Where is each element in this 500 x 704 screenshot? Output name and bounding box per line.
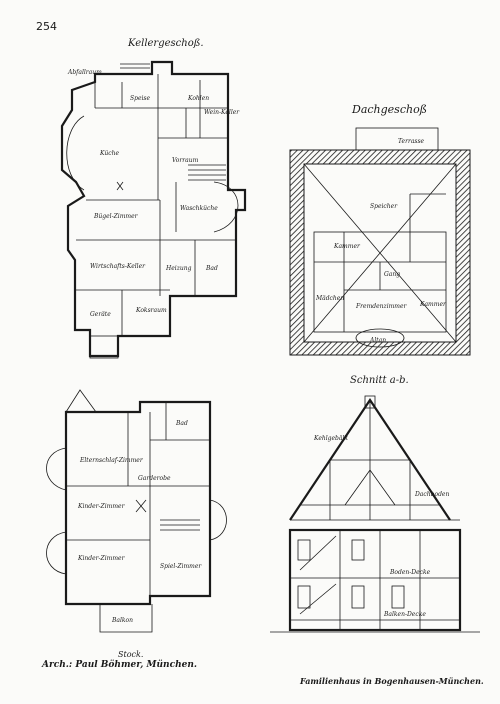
room-wirtschaftskeller: Wirtschafts-Keller	[90, 263, 146, 270]
room-kammer-2: Kammer	[419, 301, 447, 308]
title-stock: Stock.	[118, 650, 144, 659]
room-vorraum: Vorraum	[172, 157, 199, 164]
room-speicher: Speicher	[370, 203, 398, 210]
plan-stock: Elternschlaf-Zimmer Kinder-Zimmer Kinder…	[46, 389, 227, 633]
label-boden-decke: Boden-Decke	[389, 569, 431, 576]
room-kinderzimmer-1: Kinder-Zimmer	[77, 503, 126, 510]
title-dachgeschoss: Dachgeschoß	[352, 103, 428, 116]
plan-dachgeschoss: Terrasse Speicher Kammer Mädchen Fremden…	[289, 127, 471, 356]
room-elternschlafzimmer: Elternschlaf-Zimmer	[79, 457, 144, 464]
section-schnitt: Dachboden Kehlgebälk Boden-Decke Balken-…	[270, 395, 480, 633]
room-buegelzimmer: Bügel-Zimmer	[93, 213, 139, 220]
room-terrasse: Terrasse	[398, 138, 425, 145]
room-abfallraum: Abfallraum	[67, 69, 102, 76]
room-speise: Speise	[130, 95, 151, 102]
room-koksraum: Koksraum	[135, 307, 167, 314]
room-kohlen: Kohlen	[187, 95, 209, 102]
room-fremdenzimmer: Fremdenzimmer	[355, 303, 408, 310]
room-balkon: Balkon	[111, 617, 133, 624]
title-schnitt: Schnitt a-b.	[350, 375, 409, 386]
plate-caption: Familienhaus in Bogenhausen-München.	[300, 676, 484, 686]
label-dachboden: Dachboden	[414, 491, 449, 498]
plan-kellergeschoss: Küche Vorraum Speise Wein-Keller Bügel-Z…	[60, 60, 247, 359]
room-gang: Gang	[384, 271, 400, 278]
room-geraete: Geräte	[90, 311, 111, 318]
room-heizung: Heizung	[165, 265, 192, 272]
label-kehlgebaelk: Kehlgebälk	[313, 435, 348, 442]
architect-credit: Arch.: Paul Böhmer, München.	[42, 660, 198, 670]
room-altan: Altan	[369, 337, 386, 344]
title-kellergeschoss: Kellergeschoß.	[128, 38, 204, 49]
label-balken-decke: Balken-Decke	[383, 611, 426, 618]
room-bad-stock: Bad	[175, 420, 188, 427]
room-kammer-1: Kammer	[333, 243, 361, 250]
room-kinderzimmer-2: Kinder-Zimmer	[77, 555, 126, 562]
room-maedchen: Mädchen	[315, 295, 344, 302]
room-garderobe: Garderobe	[138, 475, 171, 482]
page-number: 254	[36, 20, 57, 33]
room-kueche: Küche	[99, 150, 119, 157]
room-bad-keller: Bad	[205, 265, 218, 272]
room-waschkueche: Waschküche	[180, 205, 218, 212]
room-spielzimmer: Spiel-Zimmer	[160, 563, 202, 570]
room-weinkeller: Wein-Keller	[204, 109, 240, 116]
